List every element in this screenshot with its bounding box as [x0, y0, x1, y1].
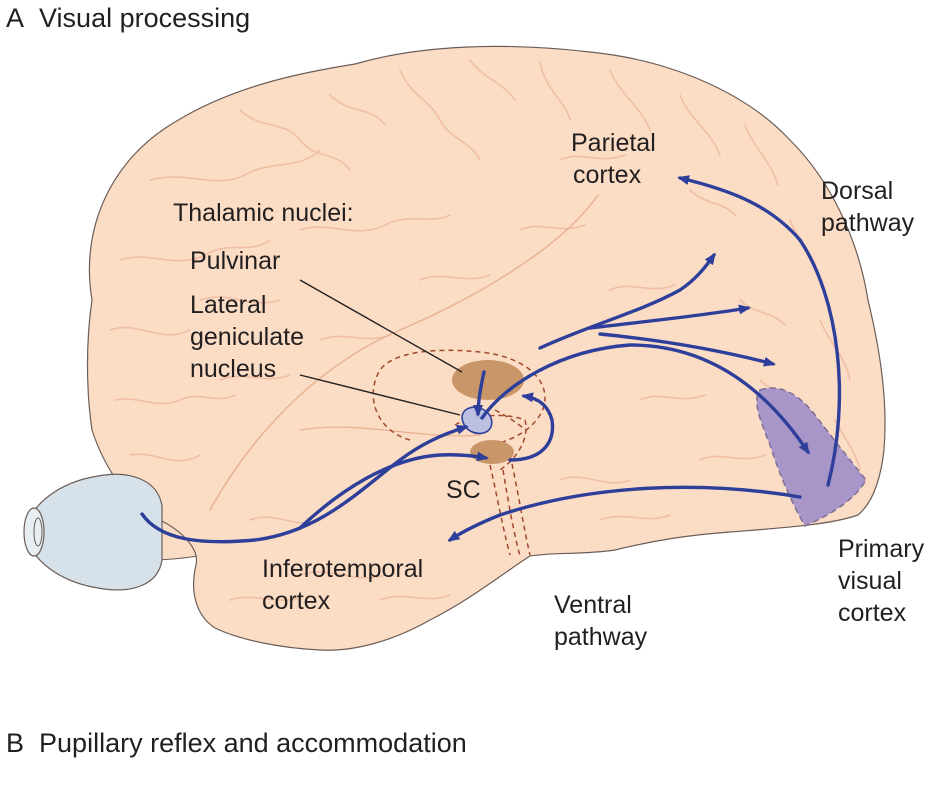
brain-outline — [86, 45, 886, 651]
pulvinar-label: Pulvinar — [190, 247, 281, 275]
lgn-leader-line — [299, 374, 461, 416]
primary-visual-cortex-label-line3: cortex — [838, 599, 907, 627]
brain-sulci — [109, 59, 861, 601]
sc-label: SC — [446, 476, 481, 504]
inferotemporal-cortex-label-line2: cortex — [262, 587, 331, 615]
lgn-label-line1: Lateral — [190, 291, 267, 319]
sc-to-pulvinar-arrow — [508, 392, 555, 462]
retina-to-lgn-arrow — [140, 424, 469, 544]
dorsal-pathway-label-line2: pathway — [821, 209, 915, 237]
ventral-pathway-arrow — [447, 485, 802, 542]
dorsal-branch-2-arrow — [588, 304, 751, 330]
parietal-cortex-label-line1: Parietal — [571, 129, 656, 157]
primary-visual-cortex-label-line2: visual — [838, 567, 902, 595]
ventral-pathway-label-line1: Ventral — [554, 591, 632, 619]
pulvinar-to-lgn-arrow — [473, 370, 486, 417]
optic-radiation-arrow — [480, 343, 810, 455]
dorsal-pathway-label-line1: Dorsal — [821, 177, 894, 205]
dorsal-branch-1-arrow — [538, 252, 716, 350]
lgn-label-line2: geniculate — [190, 323, 304, 351]
panel-a-title: Visual processing — [39, 3, 251, 33]
thalamic-nuclei-label: Thalamic nuclei: — [173, 199, 354, 227]
pulvinar-leader-line — [299, 279, 463, 373]
lgn-label-line3: nucleus — [190, 355, 277, 383]
inferotemporal-cortex-label-line1: Inferotemporal — [262, 555, 424, 583]
panel-b-heading: B Pupillary reflex and accommodation — [6, 727, 467, 759]
superior-colliculus — [470, 440, 514, 464]
eye — [23, 473, 163, 591]
visual-pathway-arrows — [140, 175, 842, 544]
ventral-pathway-label-line2: pathway — [554, 623, 648, 651]
pulvinar-nucleus — [452, 360, 524, 400]
panel-a-heading: A Visual processing — [6, 2, 250, 34]
parietal-cortex-label-line2: cortex — [573, 161, 642, 189]
panel-b-letter: B — [6, 728, 25, 758]
brainstem-dashed-outline — [372, 349, 546, 557]
retina-to-sc-arrow — [298, 451, 489, 530]
dorsal-pathway-arrow — [677, 175, 842, 487]
panel-b-title: Pupillary reflex and accommodation — [39, 728, 467, 758]
primary-visual-cortex-label-line1: Primary — [838, 535, 925, 563]
panel-a-letter: A — [6, 3, 25, 33]
dorsal-branch-3-arrow — [598, 332, 776, 367]
